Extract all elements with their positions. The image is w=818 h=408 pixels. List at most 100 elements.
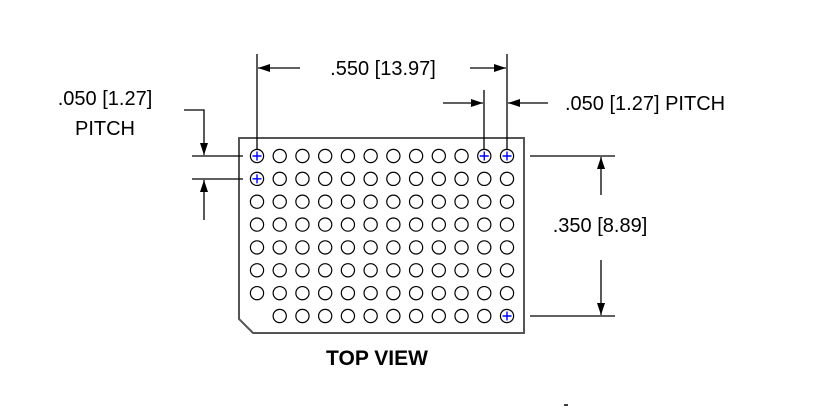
hole (431, 263, 447, 278)
pitch-left-label: .050 [1.27] (58, 88, 153, 110)
hole (340, 217, 356, 232)
hole (431, 240, 447, 255)
plus-marker-icon (252, 174, 262, 184)
reference-hole (499, 308, 515, 324)
hole (454, 217, 469, 232)
hole (499, 285, 515, 301)
hole (340, 308, 356, 324)
hole (272, 171, 287, 187)
hole (317, 148, 333, 164)
hole (477, 263, 492, 278)
hole (272, 217, 287, 232)
hole (363, 217, 378, 232)
hole (249, 263, 265, 278)
hole (386, 148, 401, 164)
hole (454, 285, 469, 301)
hole (340, 240, 356, 255)
hole (363, 171, 378, 187)
hole (340, 148, 356, 164)
hole (499, 217, 515, 232)
hole (363, 148, 378, 164)
hole (363, 263, 378, 278)
height-dimension-label: .350 [8.89] (553, 215, 648, 237)
hole (408, 240, 424, 255)
hole (340, 285, 356, 301)
hole (477, 308, 492, 324)
hole (454, 240, 469, 255)
hole (386, 171, 401, 187)
hole (454, 148, 469, 164)
hole-grid (249, 148, 515, 324)
hole (272, 285, 287, 301)
hole (408, 148, 424, 164)
hole (386, 263, 401, 278)
hole (272, 194, 287, 209)
hole (408, 285, 424, 301)
hole (272, 308, 287, 324)
hole (295, 285, 310, 301)
hole (272, 240, 287, 255)
hole (340, 171, 356, 187)
hole (431, 308, 447, 324)
hole (408, 263, 424, 278)
hole (317, 263, 333, 278)
width-dimension (256, 54, 508, 150)
hole (408, 217, 424, 232)
hole (249, 285, 265, 301)
hole (317, 285, 333, 301)
pitch-right-label: .050 [1.27] PITCH (565, 93, 725, 115)
hole (295, 308, 310, 324)
hole (249, 240, 265, 255)
hole (340, 263, 356, 278)
hole (317, 308, 333, 324)
hole (386, 217, 401, 232)
hole (386, 285, 401, 301)
hole (249, 194, 265, 209)
hole (499, 240, 515, 255)
hole (477, 194, 492, 209)
plus-marker-icon (502, 311, 512, 321)
hole (431, 148, 447, 164)
hole (454, 308, 469, 324)
hole (477, 285, 492, 301)
hole (386, 194, 401, 209)
hole (408, 171, 424, 187)
hole (408, 308, 424, 324)
hole (295, 240, 310, 255)
hole (477, 217, 492, 232)
view-label: TOP VIEW (326, 347, 428, 370)
hole (477, 171, 492, 187)
hole (431, 217, 447, 232)
hole (295, 148, 310, 164)
hole (272, 148, 287, 164)
plus-marker-icon (252, 151, 262, 161)
hole (363, 285, 378, 301)
hole (499, 171, 515, 187)
hole (363, 240, 378, 255)
hole (431, 194, 447, 209)
height-dimension (530, 155, 615, 317)
hole (386, 240, 401, 255)
package-outline (238, 137, 525, 334)
hole (272, 263, 287, 278)
pitch-left-dimension (184, 109, 243, 220)
hole (454, 171, 469, 187)
hole (295, 263, 310, 278)
hole (340, 194, 356, 209)
hole (295, 217, 310, 232)
hole (431, 285, 447, 301)
hole (454, 194, 469, 209)
plus-marker-icon (479, 151, 489, 161)
hole (477, 240, 492, 255)
pitch-right-dimension (443, 90, 548, 150)
hole (317, 194, 333, 209)
reference-hole (249, 171, 265, 187)
hole (249, 217, 265, 232)
hole (317, 171, 333, 187)
hole (317, 240, 333, 255)
hole (363, 194, 378, 209)
pitch-left-label-2: PITCH (75, 118, 135, 140)
width-dimension-label: .550 [13.97] (330, 58, 436, 80)
plus-marker-icon (502, 151, 512, 161)
